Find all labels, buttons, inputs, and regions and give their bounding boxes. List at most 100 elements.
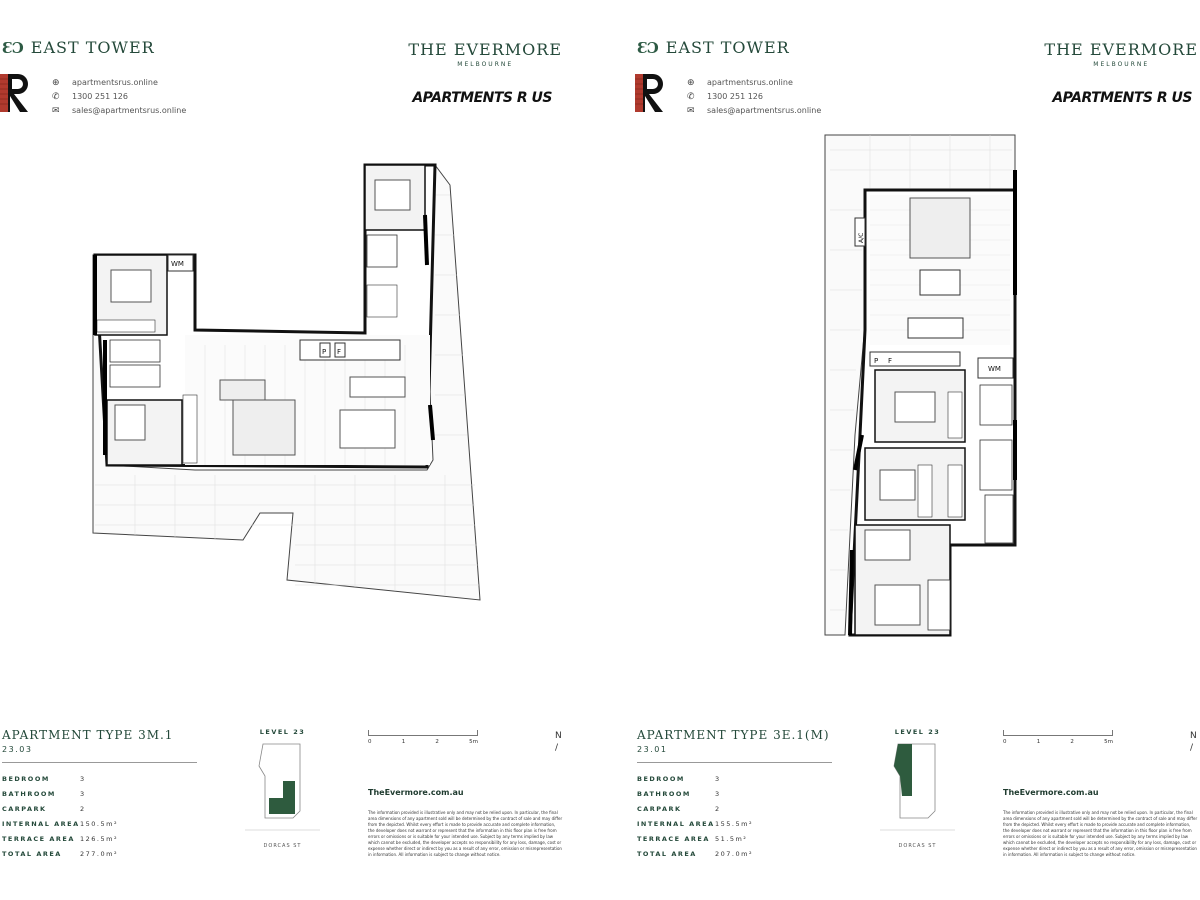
tower-header: ƐƆ EAST TOWER <box>2 38 155 57</box>
level-keyplan: LEVEL 23 DORCAS ST <box>245 728 320 849</box>
evermore-logo-icon: ƐƆ <box>2 38 24 57</box>
scale-bar: 0 1 2 5m <box>1003 730 1113 745</box>
email-icon: ✉ <box>52 106 60 116</box>
north-arrow-icon: N/ <box>555 731 562 753</box>
unit-highlight <box>269 781 295 814</box>
email-icon: ✉ <box>687 106 695 116</box>
spec-key: TERRACE AREA <box>637 835 710 843</box>
spec-key: TERRACE AREA <box>2 835 75 843</box>
spec-row: BATHROOM 3 <box>2 790 118 805</box>
spec-row: TERRACE AREA 51.5m² <box>637 835 753 850</box>
spec-value: 3 <box>715 775 721 783</box>
spec-key: BATHROOM <box>2 790 56 798</box>
info-divider <box>637 762 832 763</box>
floor-plan-3e1m: P F A/C WM <box>824 134 1017 637</box>
scale-bar-line <box>1003 730 1113 736</box>
spec-value: 2 <box>80 805 86 813</box>
evermore-logo-icon: ƐƆ <box>637 38 659 57</box>
spec-key: BATHROOM <box>637 790 691 798</box>
contact-list: ⊕ apartmentsrus.online ✆ 1300 251 126 ✉ sal… <box>52 76 186 118</box>
floorplan-sheet-right: ƐƆ EAST TOWER THE EVERMORE MELBOURNE ⊕ ap… <box>635 0 1200 900</box>
scale-tick: 2 <box>435 739 439 745</box>
phone-icon: ✆ <box>687 92 695 102</box>
pantry-label: P <box>322 348 326 356</box>
keyplan-diagram <box>245 743 320 831</box>
contact-list: ⊕ apartmentsrus.online ✆ 1300 251 126 ✉ sal… <box>687 76 821 118</box>
brand-title: THE EVERMORE <box>1044 40 1198 59</box>
spec-value: 155.5m² <box>715 820 754 828</box>
fridge-label: F <box>888 357 892 365</box>
spec-key: CARPARK <box>2 805 47 813</box>
spec-value: 150.5m² <box>80 820 119 828</box>
scale-tick: 1 <box>1036 739 1041 745</box>
brand-block: THE EVERMORE MELBOURNE <box>408 40 562 68</box>
wm-label: WM <box>988 365 1001 373</box>
web-icon: ⊕ <box>687 78 695 88</box>
contact-phone[interactable]: 1300 251 126 <box>72 92 128 101</box>
scale-bar: 0 1 2 5m <box>368 730 478 745</box>
website-link[interactable]: TheEvermore.com.au <box>368 788 464 797</box>
brand-block: THE EVERMORE MELBOURNE <box>1044 40 1198 68</box>
apartments-r-us-logo: APARTMENTS R US <box>412 90 552 106</box>
pantry-label: P <box>874 357 878 365</box>
unit-highlight <box>894 744 912 796</box>
contact-phone[interactable]: 1300 251 126 <box>707 92 763 101</box>
north-arrow-icon: N/ <box>1190 731 1197 753</box>
brand-subtitle: MELBOURNE <box>457 61 514 68</box>
spec-value: 3 <box>80 790 86 798</box>
spec-value: 207.0m² <box>715 850 754 858</box>
brand-title: THE EVERMORE <box>408 40 562 59</box>
tower-header: ƐƆ EAST TOWER <box>637 38 790 57</box>
contact-website[interactable]: apartmentsrus.online <box>707 78 793 87</box>
spec-key: TOTAL AREA <box>637 850 697 858</box>
info-divider <box>2 762 197 763</box>
unit-number: 23.03 <box>2 745 33 754</box>
brand-subtitle: MELBOURNE <box>1093 61 1150 68</box>
contact-email[interactable]: sales@apartmentsrus.online <box>72 106 187 115</box>
disclaimer-text: The information provided is illustrative… <box>1003 810 1198 857</box>
web-icon: ⊕ <box>52 78 60 88</box>
street-label: DORCAS ST <box>898 843 937 849</box>
spec-key: INTERNAL AREA <box>637 820 715 828</box>
spec-value: 51.5m² <box>715 835 748 843</box>
north-label: N <box>1190 731 1197 741</box>
spec-key: INTERNAL AREA <box>2 820 80 828</box>
level-label: LEVEL 23 <box>894 728 941 736</box>
scale-tick: 5m <box>469 739 478 745</box>
website-link[interactable]: TheEvermore.com.au <box>1003 788 1099 797</box>
terrace-grid <box>95 194 479 595</box>
spec-row: TOTAL AREA 207.0m² <box>637 850 753 865</box>
spec-key: TOTAL AREA <box>2 850 62 858</box>
contact-website[interactable]: apartmentsrus.online <box>72 78 158 87</box>
scale-tick: 0 <box>1003 739 1007 745</box>
scale-tick: 1 <box>401 739 406 745</box>
spec-value: 277.0m² <box>80 850 119 858</box>
phone-icon: ✆ <box>52 92 60 102</box>
level-keyplan: LEVEL 23 DORCAS ST <box>880 728 955 849</box>
level-label: LEVEL 23 <box>259 728 306 736</box>
disclaimer-text: The information provided is illustrative… <box>368 810 563 857</box>
apartment-type-title: APARTMENT TYPE 3M.1 <box>2 728 174 742</box>
tower-name: EAST TOWER <box>665 38 790 57</box>
north-label: N <box>555 731 562 741</box>
contact-email[interactable]: sales@apartmentsrus.online <box>707 106 822 115</box>
spec-row: BEDROOM 3 <box>637 775 753 790</box>
floor-plan-3m1: WM P F <box>92 163 481 601</box>
spec-row: CARPARK 2 <box>2 805 118 820</box>
scale-tick: 0 <box>368 739 372 745</box>
scale-bar-line <box>368 730 478 736</box>
spec-row: TOTAL AREA 277.0m² <box>2 850 118 865</box>
spec-key: BEDROOM <box>637 775 685 783</box>
apartments-r-us-logo: APARTMENTS R US <box>1052 90 1192 106</box>
keyplan-diagram <box>880 743 955 831</box>
spec-value: 3 <box>80 775 86 783</box>
apartment-type-title: APARTMENT TYPE 3E.1(M) <box>637 728 830 742</box>
